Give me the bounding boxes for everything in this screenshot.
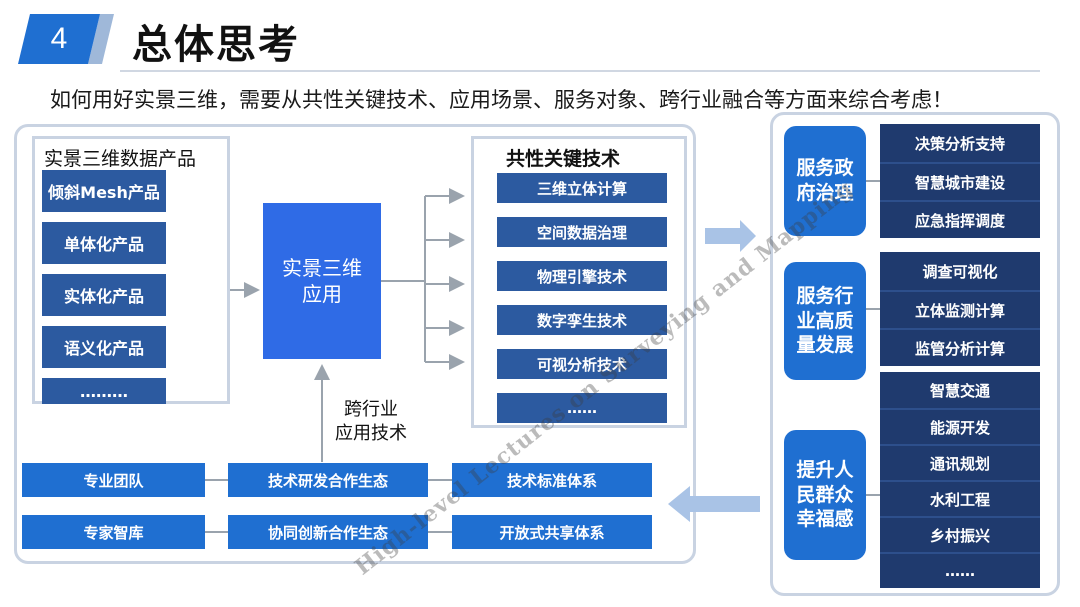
service-item: 立体监测计算 <box>880 290 1040 328</box>
eco-professional-team: 专业团队 <box>22 463 205 497</box>
service-item: 应急指挥调度 <box>880 200 1040 238</box>
tech-spatial-governance: 空间数据治理 <box>497 217 667 247</box>
data-products-title: 实景三维数据产品 <box>44 148 197 170</box>
category-people-label: 提升人 民群众 幸福感 <box>796 458 854 531</box>
category-government-label: 服务政 府治理 <box>796 157 854 204</box>
product-entity: 实体化产品 <box>42 274 166 316</box>
category-government: 服务政 府治理 <box>784 126 866 236</box>
service-item: 决策分析支持 <box>880 124 1040 162</box>
tech-digital-twin: 数字孪生技术 <box>497 305 667 335</box>
tech-physics-engine: 物理引擎技术 <box>497 261 667 291</box>
tech-more: …… <box>497 393 667 423</box>
section-number: 4 <box>50 22 68 55</box>
product-semantic: 语义化产品 <box>42 326 166 368</box>
service-item: 能源开发 <box>880 408 1040 444</box>
tech-3d-compute: 三维立体计算 <box>497 173 667 203</box>
tech-visual-analytics: 可视分析技术 <box>497 349 667 379</box>
service-item: 乡村振兴 <box>880 516 1040 552</box>
page-subtitle: 如何用好实景三维，需要从共性关键技术、应用场景、服务对象、跨行业融合等方面来综合… <box>50 88 953 112</box>
service-item: 监管分析计算 <box>880 328 1040 366</box>
category-industry: 服务行 业高质 量发展 <box>784 262 866 380</box>
cross-industry-label: 跨行业 应用技术 <box>335 399 407 445</box>
category-people: 提升人 民群众 幸福感 <box>784 430 866 560</box>
product-oblique-mesh: 倾斜Mesh产品 <box>42 170 166 212</box>
eco-expert-think-tank: 专家智库 <box>22 515 205 549</box>
service-item: 水利工程 <box>880 480 1040 516</box>
product-more: ……… <box>42 378 166 404</box>
service-item: …… <box>880 552 1040 588</box>
eco-tech-standards: 技术标准体系 <box>452 463 652 497</box>
service-item: 调查可视化 <box>880 252 1040 290</box>
section-number-badge: 4 <box>18 14 100 64</box>
reality-3d-application-label: 实景三维 应用 <box>282 256 362 306</box>
key-tech-title: 共性关键技术 <box>506 148 621 170</box>
eco-rd-cooperation: 技术研发合作生态 <box>228 463 428 497</box>
service-item: 通讯规划 <box>880 444 1040 480</box>
header-divider <box>120 70 1040 72</box>
category-industry-label: 服务行 业高质 量发展 <box>796 284 854 357</box>
service-item: 智慧交通 <box>880 372 1040 408</box>
reality-3d-application: 实景三维 应用 <box>263 203 381 359</box>
product-monomer: 单体化产品 <box>42 222 166 264</box>
service-item: 智慧城市建设 <box>880 162 1040 200</box>
page-title: 总体思考 <box>132 22 300 68</box>
eco-open-sharing: 开放式共享体系 <box>452 515 652 549</box>
eco-collab-innovation: 协同创新合作生态 <box>228 515 428 549</box>
